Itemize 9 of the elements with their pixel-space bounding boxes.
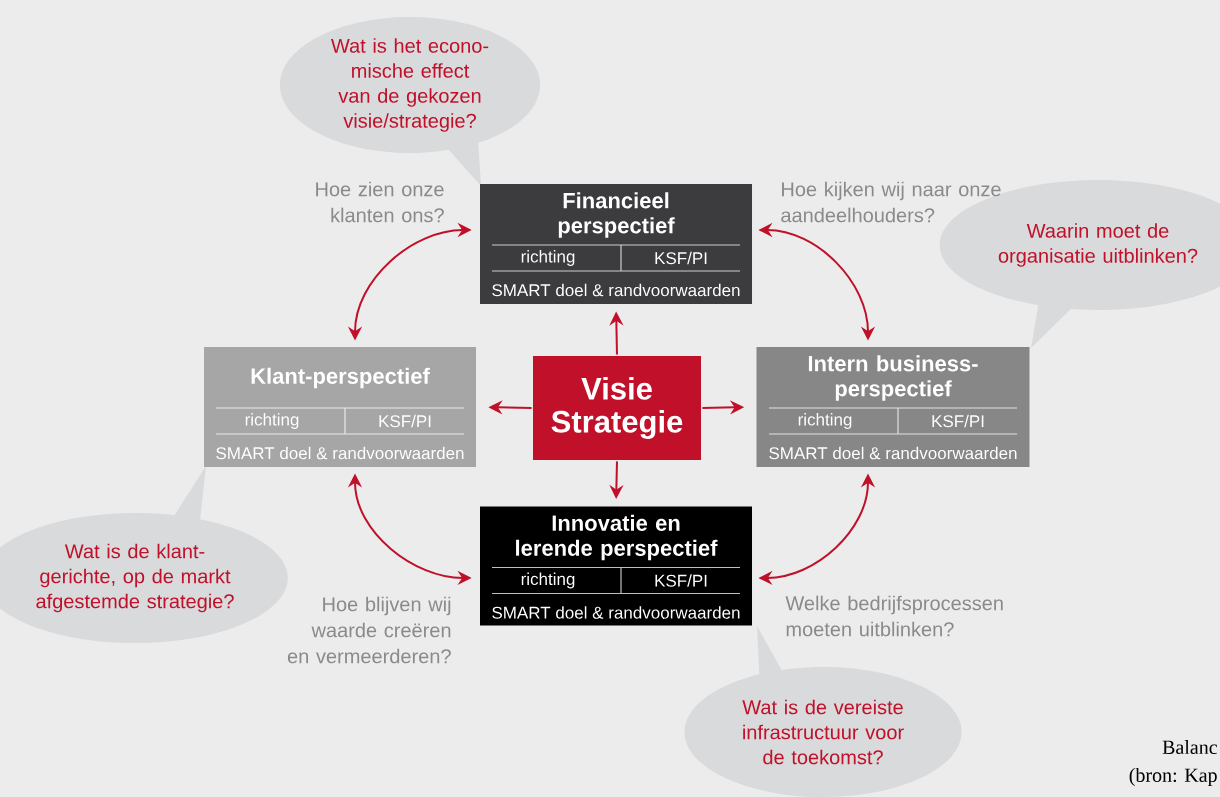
- perspective-box: Klant-perspectief richting KSF/PI SMART doel & randvoorwaarden: [204, 347, 476, 467]
- center-box: Visie Strategie: [533, 356, 701, 460]
- speech-bubble: Wat is de klant-gerichte, op de markt afgestemde strategie?: [0, 466, 288, 643]
- perspective-box: Innovatie en lerende perspectief richting KSF/PI SMART doel & randvoorwaarden: [480, 506, 752, 626]
- question-text: Hoe blijven wij waarde creëren en vermeerderen?: [287, 596, 451, 664]
- perspective-box: Intern business-perspectief richting KSF/PI SMART doel & randvoorwaarden: [756, 347, 1030, 467]
- perspective-box: Financieel perspectief richting KSF/PI SMART doel & randvoorwaarden: [480, 184, 752, 304]
- caption-text: (bron: Kap: [1129, 767, 1217, 787]
- caption-text: Balanc: [1162, 739, 1217, 754]
